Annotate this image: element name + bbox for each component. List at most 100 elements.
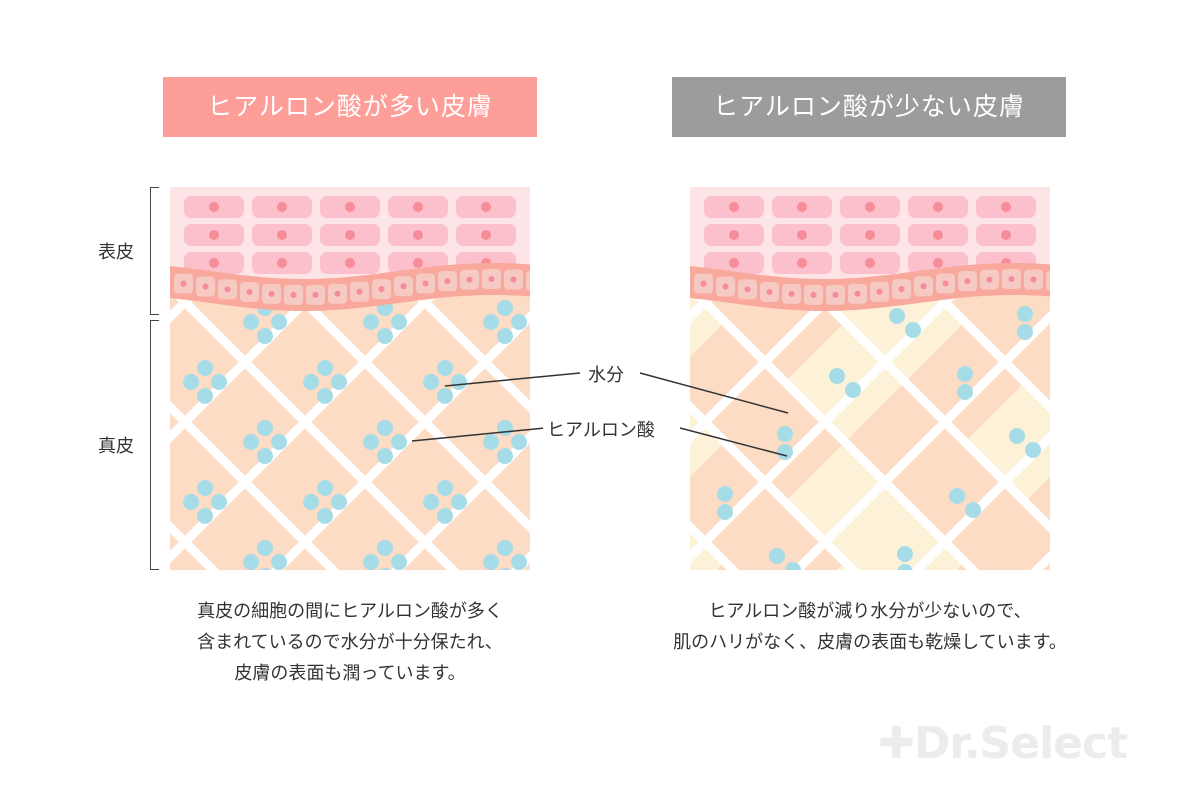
cell-nucleus bbox=[766, 288, 773, 295]
water-dot bbox=[1025, 442, 1041, 458]
water-dot bbox=[257, 540, 273, 556]
cell-nucleus bbox=[729, 258, 739, 268]
dermis-bracket bbox=[150, 320, 159, 570]
lattice-line bbox=[703, 187, 1050, 534]
cell-nucleus bbox=[876, 288, 883, 295]
water-dot bbox=[391, 314, 407, 330]
water-dot bbox=[1017, 306, 1033, 322]
caption-line: 含まれているので水分が十分保たれ、 bbox=[197, 632, 503, 653]
water-dot bbox=[363, 434, 379, 450]
water-dot bbox=[511, 434, 527, 450]
water-dot bbox=[769, 548, 785, 564]
cell-nucleus bbox=[356, 288, 363, 295]
lattice-line bbox=[270, 310, 530, 570]
water-dot bbox=[377, 540, 393, 556]
water-dot bbox=[829, 368, 845, 384]
cell-nucleus bbox=[345, 230, 355, 240]
cell-nucleus bbox=[413, 230, 423, 240]
water-dot bbox=[257, 328, 273, 344]
water-dot bbox=[379, 568, 391, 570]
cell-nucleus bbox=[1030, 276, 1037, 283]
caption-line: ヒアルロン酸が減り水分が少ないので、 bbox=[708, 601, 1032, 622]
water-dot bbox=[259, 568, 271, 570]
water-dot bbox=[845, 382, 861, 398]
water-dot bbox=[511, 314, 527, 330]
lattice-line bbox=[170, 280, 460, 570]
cell-nucleus bbox=[277, 230, 287, 240]
water-dot bbox=[197, 360, 213, 376]
epidermis-bracket bbox=[150, 187, 159, 315]
water-dot bbox=[777, 444, 793, 460]
water-dot bbox=[377, 420, 393, 436]
water-dot bbox=[211, 494, 227, 510]
cell-nucleus bbox=[290, 291, 297, 298]
water-dot bbox=[183, 494, 199, 510]
water-dot bbox=[183, 374, 199, 390]
leader-line bbox=[444, 372, 581, 387]
cell-nucleus bbox=[964, 278, 971, 285]
dermis-label: 真皮 bbox=[98, 436, 134, 457]
lattice-line bbox=[790, 310, 1050, 570]
water-dot bbox=[897, 546, 913, 562]
cell-nucleus bbox=[488, 276, 495, 283]
water-dot bbox=[483, 434, 499, 450]
water-dot bbox=[497, 448, 513, 464]
water-dot bbox=[363, 314, 379, 330]
water-dot bbox=[317, 388, 333, 404]
cell-nucleus bbox=[788, 290, 795, 297]
cell-nucleus bbox=[378, 286, 385, 293]
cell-nucleus bbox=[700, 280, 707, 287]
cell-nucleus bbox=[345, 258, 355, 268]
cell-nucleus bbox=[277, 202, 287, 212]
title-rich-skin: ヒアルロン酸が多い皮膚 bbox=[163, 77, 537, 137]
water-dot bbox=[965, 502, 981, 518]
water-dot bbox=[437, 388, 453, 404]
cell-nucleus bbox=[729, 202, 739, 212]
cell-nucleus bbox=[400, 283, 407, 290]
water-dot bbox=[423, 374, 439, 390]
water-dot bbox=[257, 420, 273, 436]
title-poor-skin: ヒアルロン酸が少ない皮膚 bbox=[672, 77, 1066, 137]
cell-nucleus bbox=[1008, 276, 1015, 283]
water-dot bbox=[331, 494, 347, 510]
cell-nucleus bbox=[942, 280, 949, 287]
cell-nucleus bbox=[797, 258, 807, 268]
water-dot bbox=[497, 300, 513, 316]
cell-nucleus bbox=[865, 230, 875, 240]
water-dot bbox=[889, 308, 905, 324]
leader-line bbox=[639, 372, 789, 414]
leader-line bbox=[679, 427, 788, 457]
water-dot bbox=[271, 314, 287, 330]
water-dot bbox=[197, 508, 213, 524]
water-dot bbox=[377, 328, 393, 344]
water-dot bbox=[257, 448, 273, 464]
water-dot bbox=[243, 434, 259, 450]
cell-nucleus bbox=[422, 280, 429, 287]
water-label: 水分 bbox=[584, 361, 628, 387]
water-dot bbox=[437, 360, 453, 376]
cell-nucleus bbox=[209, 258, 219, 268]
water-dot bbox=[391, 434, 407, 450]
cell-nucleus bbox=[898, 286, 905, 293]
lattice-line bbox=[690, 280, 980, 570]
cell-nucleus bbox=[933, 258, 943, 268]
water-dot bbox=[331, 374, 347, 390]
water-dot bbox=[317, 480, 333, 496]
water-dot bbox=[497, 540, 513, 556]
epidermis-label: 表皮 bbox=[98, 242, 134, 263]
basal-cell bbox=[1046, 270, 1050, 291]
cell-nucleus bbox=[202, 283, 209, 290]
caption-line: 真皮の細胞の間にヒアルロン酸が多く bbox=[197, 601, 503, 622]
water-dot bbox=[451, 494, 467, 510]
water-dot bbox=[377, 448, 393, 464]
cell-nucleus bbox=[865, 202, 875, 212]
caption-line: 肌のハリがなく、皮膚の表面も乾燥しています。 bbox=[673, 632, 1067, 653]
cell-nucleus bbox=[209, 230, 219, 240]
cell-nucleus bbox=[277, 258, 287, 268]
cell-nucleus bbox=[345, 202, 355, 212]
poor-skin-illustration bbox=[690, 187, 1050, 570]
water-dot bbox=[363, 554, 379, 570]
rich-skin-illustration bbox=[170, 187, 530, 570]
